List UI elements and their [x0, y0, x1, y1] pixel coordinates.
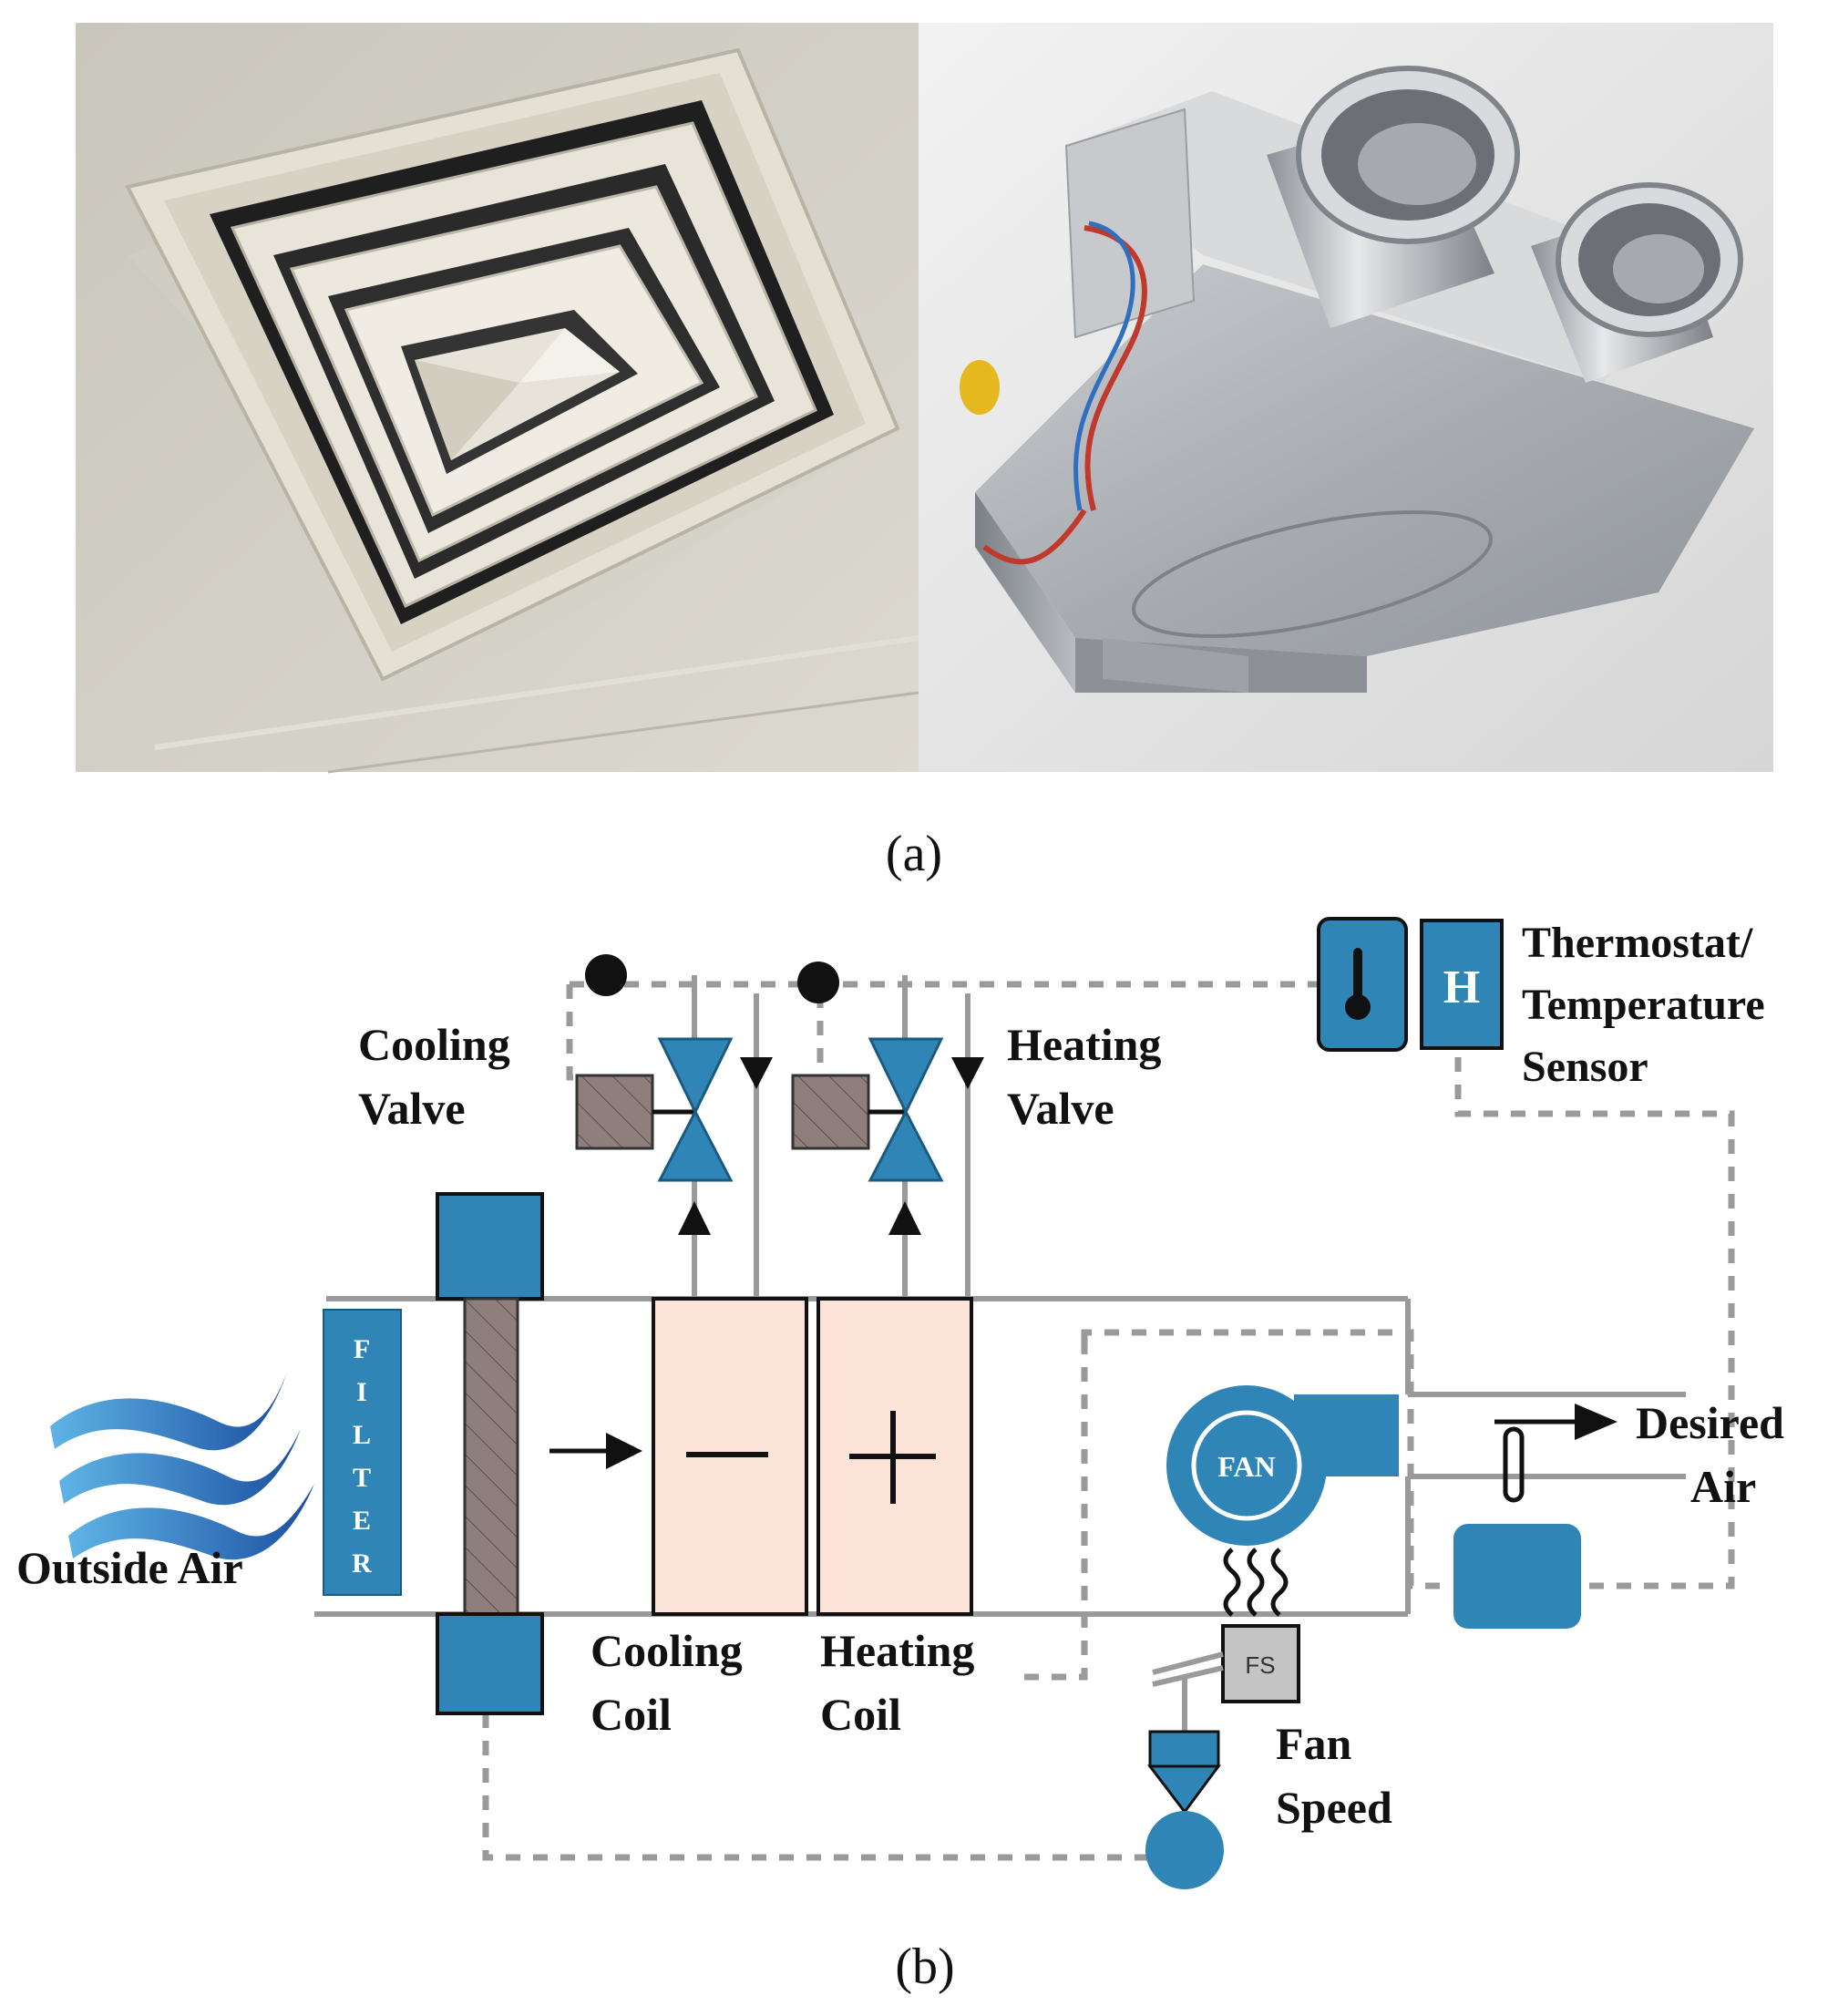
heating-supply-arrow-icon [888, 1201, 921, 1235]
heating-coil [816, 1297, 973, 1616]
panel-b-caption: (b) [895, 1939, 954, 1995]
desired-air-label: Desired [1636, 1397, 1784, 1448]
panel-a: (a) [76, 23, 1773, 882]
heating-return-arrow-icon [951, 1057, 984, 1089]
airflow-arrow-icon [549, 1433, 642, 1469]
duct-collar-right [1531, 182, 1743, 383]
fan-label: FAN [1217, 1450, 1275, 1483]
thermostat-label: Sensor [1522, 1043, 1648, 1091]
filter: F I L T E R [323, 1309, 402, 1596]
desired-air-arrow-icon [1494, 1404, 1617, 1440]
cooling-valve-actuator [575, 1074, 694, 1150]
duct-collar-left [1267, 66, 1520, 328]
heating-coil-label: Heating [820, 1625, 974, 1676]
panel-a-caption: (a) [886, 826, 942, 882]
cooling-controller-dot [585, 954, 627, 996]
humidity-symbol: H [1443, 962, 1480, 1013]
thermostat: H [1317, 917, 1504, 1052]
heating-valve-label: Heating [1007, 1019, 1161, 1070]
cooling-return-arrow-icon [740, 1057, 773, 1089]
panel-b: F I L T E R [16, 917, 1784, 1995]
heating-valve-label: Valve [1007, 1083, 1114, 1134]
fan-belt-drive [1223, 1548, 1289, 1617]
filter-letter: T [353, 1463, 371, 1493]
heating-valve-actuator [791, 1074, 905, 1150]
cooling-coil-label: Coil [591, 1689, 672, 1740]
thermostat-label: Thermostat/ [1522, 919, 1753, 967]
supply-fan: FAN [1166, 1385, 1399, 1546]
cooling-coil-label: Cooling [591, 1625, 743, 1676]
filter-letter: E [353, 1506, 371, 1536]
filter-letter: I [356, 1377, 367, 1407]
fan-speed-label: Fan [1276, 1718, 1352, 1769]
fan-speed-controller [1145, 1730, 1224, 1889]
airflow-sensor [1453, 1426, 1581, 1629]
desired-air-label: Air [1690, 1461, 1756, 1512]
outside-air-waves-icon [50, 1372, 314, 1560]
filter-letter: F [354, 1334, 370, 1364]
heating-coil-label: Coil [820, 1689, 901, 1740]
fan-speed-box: FS [1152, 1624, 1300, 1732]
cooling-coil [652, 1297, 808, 1616]
cooling-valve-label: Cooling [358, 1019, 510, 1070]
heating-valve-icon [868, 1037, 944, 1182]
cooling-valve-label: Valve [358, 1083, 466, 1134]
outside-air-label: Outside Air [16, 1542, 243, 1593]
ceiling-diffuser-photo [76, 23, 919, 774]
heating-controller-dot [797, 962, 839, 1003]
cooling-valve-icon [657, 1037, 734, 1182]
vav-box-photo [919, 23, 1773, 772]
outside-air-damper [436, 1192, 544, 1715]
fan-speed-label: Speed [1276, 1782, 1392, 1833]
thermostat-label: Temperature [1522, 981, 1765, 1029]
filter-letter: R [352, 1548, 372, 1579]
fan-speed-box-label: FS [1245, 1651, 1275, 1679]
filter-letter: L [353, 1420, 371, 1450]
cooling-supply-arrow-icon [678, 1201, 711, 1235]
